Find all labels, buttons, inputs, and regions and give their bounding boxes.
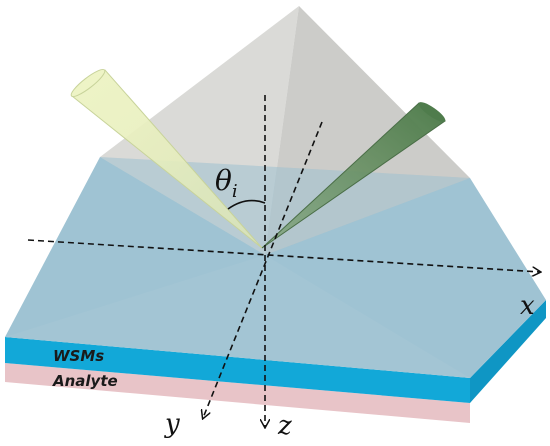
- prism-face-front: [5, 255, 470, 378]
- prism: [5, 6, 470, 378]
- substrate-top: [5, 157, 546, 378]
- z-axis-label: z: [277, 411, 292, 441]
- substrate-slab: [5, 157, 546, 378]
- theta-symbol: θ: [215, 164, 232, 197]
- analyte-layer-label: Analyte: [52, 372, 118, 390]
- y-axis-line: [203, 121, 323, 418]
- analyte-layer-front: [5, 363, 470, 423]
- reflected-beam-end: [418, 102, 446, 122]
- wsm-layer-front: [5, 337, 470, 403]
- x-axis-line: [27, 239, 540, 272]
- incident-beam-end: [70, 68, 106, 98]
- axes: [27, 95, 540, 427]
- x-axis-label: x: [520, 291, 535, 321]
- theta-subscript: i: [232, 181, 238, 202]
- analyte-layer: [5, 363, 470, 423]
- y-axis-label: y: [164, 409, 180, 439]
- wsm-layer-label: WSMs: [53, 347, 104, 365]
- wsm-layer-side: [470, 300, 546, 403]
- incidence-angle-label: θi: [215, 164, 238, 202]
- incidence-angle-arc: [227, 199, 266, 210]
- wsm-layer: [5, 300, 546, 403]
